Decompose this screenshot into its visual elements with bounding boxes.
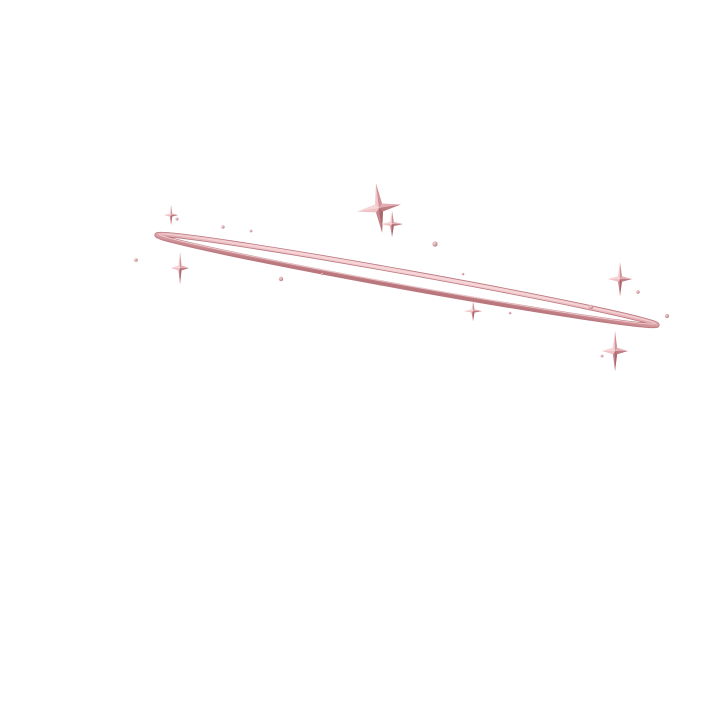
sparkle-icon-left (171, 252, 189, 284)
sparkle-icon-left-top (164, 205, 178, 225)
glitter-dots (134, 217, 669, 358)
sparkle-icon-right-top (608, 262, 632, 296)
halo-ring (154, 231, 660, 329)
sparkle-icon-right-bottom (602, 331, 628, 371)
sparkle-icon-large (354, 179, 404, 237)
sparkle-icon-small (381, 211, 403, 237)
sparkle-icon-center (464, 301, 482, 321)
